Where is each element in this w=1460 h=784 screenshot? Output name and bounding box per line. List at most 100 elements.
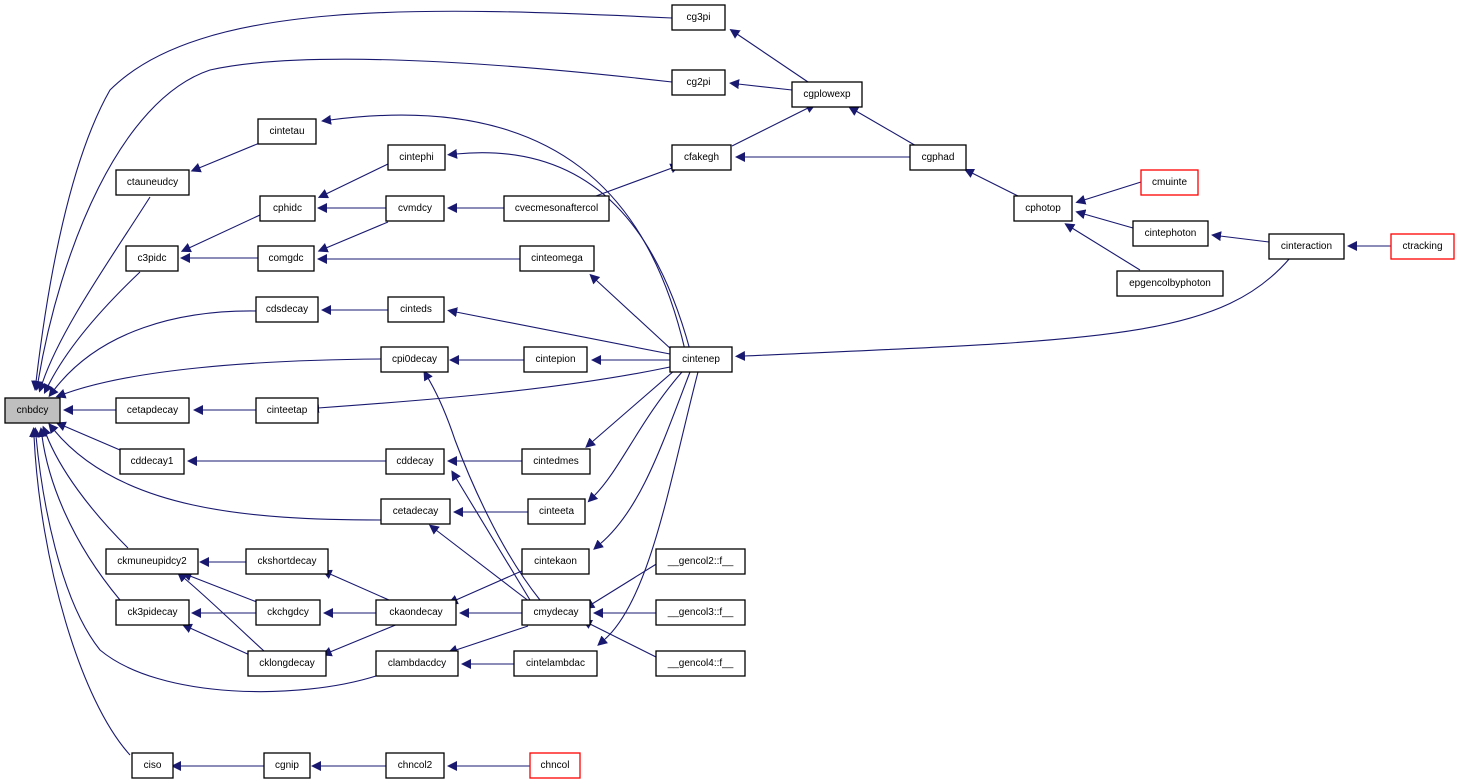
node-cinteetap[interactable]: cinteetap [255,397,319,424]
node-label: cintedmes [533,456,579,467]
node-label: cintenep [682,354,720,365]
node-label: cintepion [535,354,575,365]
node-label: cetapdecay [127,405,178,416]
node-label: epgencolbyphoton [1129,278,1211,289]
node-cinteraction[interactable]: cinteraction [1268,233,1345,260]
node-label: cintephi [399,152,433,163]
node-cintekaon[interactable]: cintekaon [521,548,590,575]
node-cgphad[interactable]: cgphad [909,144,967,171]
edge-cmuinte-cphotop [1075,181,1142,205]
node-cvmdcy[interactable]: cvmdcy [385,195,445,222]
node-epgencolbyphoton[interactable]: epgencolbyphoton [1116,270,1224,297]
node-label: clambdacdcy [388,658,446,669]
edge-epgencolbyphoton-cphotop [1064,223,1141,271]
node-c3pidc[interactable]: c3pidc [125,245,179,272]
node-cmydecay[interactable]: cmydecay [521,599,591,626]
edge-cmydecay-cddecay [451,470,531,601]
node-label: cphidc [273,203,302,214]
node-ckshortdecay[interactable]: ckshortdecay [245,548,329,575]
node-cgnip[interactable]: cgnip [263,752,311,779]
node-cintephi[interactable]: cintephi [387,144,446,171]
node-ciso[interactable]: ciso [131,752,174,779]
edge-cvmdcy-comgdc [317,221,389,253]
node-cg3pi[interactable]: cg3pi [671,4,726,31]
edge-cintenep-cintetau [321,114,686,351]
node-cphotop[interactable]: cphotop [1013,195,1073,222]
edge-cintenep-cmydecay [597,371,699,646]
node-label: ck3pidecay [127,607,177,618]
node-clambdacdcy[interactable]: clambdacdcy [375,650,459,677]
edge-ckaondecay-ckshortdecay [321,569,399,605]
edge-cetadecay-cnbdcy [48,423,382,521]
edge-cintenep-cinteetap [309,366,671,413]
node-cg2pi[interactable]: cg2pi [671,69,726,96]
node-cetadecay[interactable]: cetadecay [380,498,451,525]
node-ctracking[interactable]: ctracking [1390,233,1455,260]
node-cpi0decay[interactable]: cpi0decay [380,346,449,373]
node-label: ctauneudcy [127,177,178,188]
node-label: cintekaon [534,556,577,567]
node-label: cinteomega [531,253,583,264]
node-label: ckmuneupidcy2 [117,556,187,567]
node-cintetau[interactable]: cintetau [257,118,317,145]
node-cgplowexp[interactable]: cgplowexp [791,81,863,108]
edge-ckchgdcy-ckmuneupidcy2 [181,571,263,605]
node-cetapdecay[interactable]: cetapdecay [115,397,190,424]
node-cintephoton[interactable]: cintephoton [1132,220,1209,247]
edge-cintetau-ctauneudcy [190,141,263,173]
edge-cintenep-cintephi [447,148,691,351]
node-label: __gencol4::f__ [667,658,734,669]
node-comgdc[interactable]: comgdc [257,245,315,272]
node-ck3pidecay[interactable]: ck3pidecay [115,599,190,626]
edge-cintenep-cintedmes [585,369,676,448]
edge-cintephoton-cphotop [1075,209,1134,229]
node-label: cgphad [922,152,955,163]
node-cintelambdac[interactable]: cintelambdac [513,650,598,677]
node-cinteeta[interactable]: cinteeta [527,498,586,525]
node-label: cetadecay [393,506,439,517]
edge-cklongdecay-ckmuneupidcy2 [177,572,265,652]
edge-cg3pi-cnbdcy [31,10,673,391]
node-cintedmes[interactable]: cintedmes [521,448,591,475]
node-cintenep[interactable]: cintenep [669,346,733,373]
node-ckmuneupidcy2[interactable]: ckmuneupidcy2 [105,548,199,575]
node-cdsdecay[interactable]: cdsdecay [255,296,319,323]
node-cklongdecay[interactable]: cklongdecay [247,650,327,677]
edge-cfakegh-cgplowexp [731,103,817,147]
node-cmuinte[interactable]: cmuinte [1140,169,1199,196]
node-cphidc[interactable]: cphidc [259,195,316,222]
node-cinteomega[interactable]: cinteomega [519,245,595,272]
node-cvecmesonaftercol[interactable]: cvecmesonaftercol [503,195,610,222]
node-label: cnbdcy [17,405,49,416]
node-cinteds[interactable]: cinteds [387,296,445,323]
node-label: cdsdecay [266,304,308,315]
node-cfakegh[interactable]: cfakegh [671,144,732,171]
node-chncol[interactable]: chncol [529,752,581,779]
node-label: cvecmesonaftercol [515,203,598,214]
edge-cklongdecay-ck3pidecay [181,623,253,657]
edge-cintenep-cinteomega [589,273,673,351]
node-label: cintetau [269,126,304,137]
edge-ciso-cnbdcy [29,427,131,756]
node-chncol2[interactable]: chncol2 [385,752,445,779]
edge-cgplowexp-cg2pi [729,79,793,91]
edge-ctauneudcy-cnbdcy [37,196,151,393]
node-label: cinteds [400,304,432,315]
node-gencol2[interactable]: __gencol2::f__ [655,548,746,575]
node-ctauneudcy[interactable]: ctauneudcy [115,169,190,196]
edge-c3pidc-cnbdcy [43,271,141,395]
node-cintepion[interactable]: cintepion [523,346,588,373]
node-ckaondecay[interactable]: ckaondecay [375,599,457,626]
node-cnbdcy[interactable]: cnbdcy [4,397,61,424]
edge-cintekaon-ckaondecay [447,569,525,605]
edge-cvecmesonaftercol-cfakegh [595,163,681,197]
node-cddecay[interactable]: cddecay [385,448,445,475]
node-gencol3[interactable]: __gencol3::f__ [655,599,746,626]
node-label: cpi0decay [392,354,437,365]
node-ckchgdcy[interactable]: ckchgdcy [255,599,321,626]
node-cddecay1[interactable]: cddecay1 [119,448,185,475]
edge-cdsdecay-cnbdcy [48,310,257,398]
edge-cgplowexp-cg3pi [729,28,809,83]
edge-cmydecay-cpi0decay [423,370,541,601]
node-gencol4[interactable]: __gencol4::f__ [655,650,746,677]
